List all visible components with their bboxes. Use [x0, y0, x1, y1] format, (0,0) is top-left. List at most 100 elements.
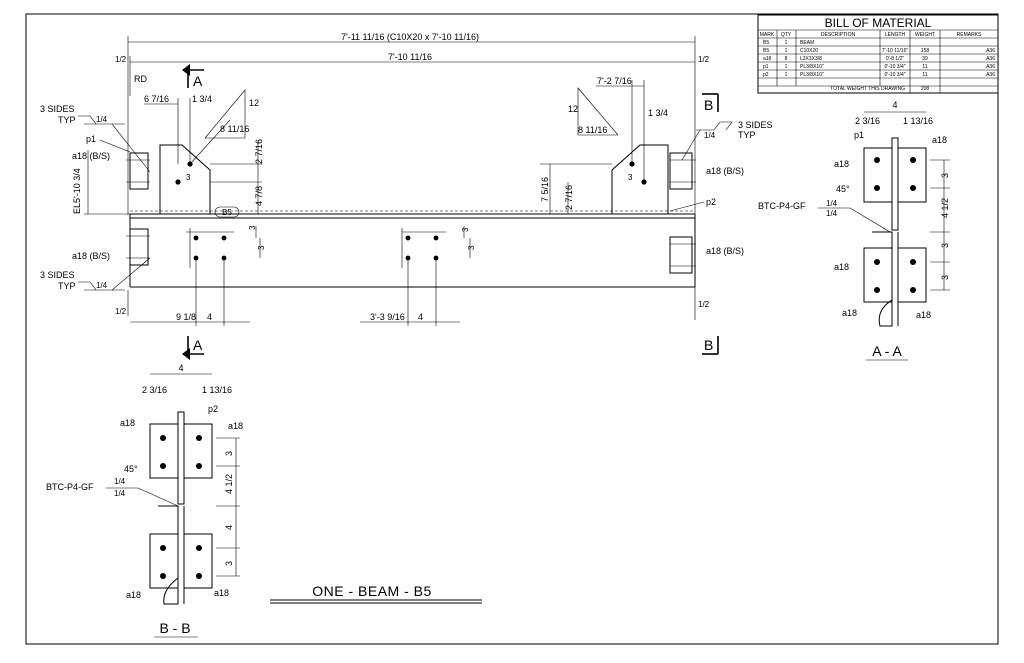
bom-row-weight: 11	[922, 64, 927, 70]
section-cut-b-top: B	[704, 97, 713, 113]
beam-length-dimension: 7'-10 11/16	[388, 52, 432, 62]
dim-3-upper-mid: 3	[461, 227, 470, 232]
bom-row-desc: C10X20	[800, 48, 818, 54]
beam-mark-tag: B5	[222, 208, 232, 217]
bom-row-qty: 1	[785, 48, 788, 54]
weld-note-typ: TYP	[738, 130, 756, 140]
aa-label-a18: a18	[916, 310, 931, 320]
angle-label-bs: a18 (B/S)	[72, 251, 110, 261]
aa-dim-2-3-16: 2 3/16	[855, 116, 880, 126]
bom-row-weight: 39	[922, 56, 928, 62]
angle-label-bs: a18 (B/S)	[706, 246, 744, 256]
bom-row-qty: 1	[785, 72, 788, 78]
half-dim-tr: 1/2	[698, 55, 710, 64]
weld-size: 1/4	[96, 115, 108, 124]
bb-label-a18: a18	[126, 590, 141, 600]
bom-row-length: 0'-10 3/4"	[884, 64, 905, 70]
bom-row-weight: 158	[921, 48, 930, 54]
weld-note-typ: TYP	[58, 281, 76, 291]
bb-label-p2: p2	[208, 404, 218, 414]
bill-of-material: BILL OF MATERIAL MARK QTY DESCRIPTION LE…	[757, 14, 999, 94]
bb-weld-quarter: 1/4	[114, 489, 126, 498]
section-a-a: 4 2 3/16 1 13/16 3 4 1/2 3 3 p1 a18 a18 …	[758, 100, 950, 361]
bom-row-length: 7'-10 11/16"	[882, 48, 908, 54]
bolt-gauge-mid: 3	[467, 245, 476, 250]
bb-label-a18: a18	[228, 421, 243, 431]
angle-label-bs: a18 (B/S)	[72, 151, 110, 161]
beam-elevation: 7'-11 11/16 (C10X20 x 7'-10 11/16) 7'-10…	[40, 32, 773, 360]
section-a-a-title: A - A	[872, 343, 902, 359]
bom-header-mark: MARK	[760, 32, 775, 38]
bb-dim-2-3-16: 2 3/16	[142, 385, 167, 395]
bom-row-remarks: A36	[986, 56, 995, 62]
bb-dim-4: 4	[178, 363, 183, 373]
bb-dim-4: 4	[224, 525, 234, 530]
aa-deg-45: 45°	[836, 184, 850, 194]
bolt-gauge-left: 3	[257, 245, 266, 250]
bb-dim-4-1-2: 4 1/2	[224, 474, 234, 494]
aa-dim-1-13-16: 1 13/16	[903, 116, 933, 126]
dim-4-left: 4	[207, 312, 212, 322]
bb-weld-quarter: 1/4	[114, 477, 126, 486]
bom-row-qty: 1	[785, 40, 788, 46]
bom-row-mark: a18	[763, 56, 772, 62]
dim-9-1-8: 9 1/8	[176, 312, 196, 322]
aa-dim-3: 3	[940, 275, 950, 280]
bom-row-remarks: A36	[986, 72, 995, 78]
bom-header-length: LENGTH	[885, 32, 906, 38]
section-b-b: 4 2 3/16 1 13/16 3 4 1/2 4 3 p2 a18 a18 …	[46, 363, 243, 638]
elevation-label: EL5'-10 3/4	[72, 168, 82, 214]
bom-total-value: 208	[921, 86, 930, 92]
bom-row-length: 0'-10 3/4"	[884, 72, 905, 78]
aa-weld-quarter: 1/4	[826, 209, 838, 218]
bom-header-qty: QTY	[781, 32, 792, 38]
bom-row-desc: BEAM	[800, 40, 814, 46]
dim-1-3-4-left: 1 3/4	[192, 94, 212, 104]
dim-2-7-16-left: 2 7/16	[254, 139, 264, 164]
half-dim-bl: 1/2	[115, 307, 127, 316]
drawing-title: ONE - BEAM - B5	[312, 583, 432, 599]
bom-row-weight: 11	[922, 72, 927, 78]
plate-label-p2: p2	[706, 197, 716, 207]
weld-note-3-sides: 3 SIDES	[40, 270, 75, 280]
half-dim-tl: 1/2	[115, 55, 127, 64]
aa-label-p1: p1	[854, 130, 864, 140]
dim-3-upper: 3	[248, 225, 257, 230]
section-cut-a-bottom: A	[193, 337, 203, 353]
bom-row-remarks: A36	[986, 64, 995, 70]
plate-label-p1: p1	[86, 134, 96, 144]
dim-1-3-4-right: 1 3/4	[648, 108, 668, 118]
aa-label-a18: a18	[834, 159, 849, 169]
bom-header-weight: WEIGHT	[915, 32, 935, 38]
dim-4-mid: 4	[418, 312, 423, 322]
bb-btc-note: BTC-P4-GF	[46, 482, 94, 492]
bom-row-desc: PL3/8X10"	[800, 64, 824, 70]
aa-label-a18: a18	[842, 308, 857, 318]
dim-8-11-16-right: 8 11/16	[578, 125, 607, 135]
section-cut-a-top: A	[193, 73, 203, 89]
overall-dimension: 7'-11 11/16 (C10X20 x 7'-10 11/16)	[341, 32, 479, 42]
rd-label: RD	[134, 74, 147, 84]
aa-dim-3: 3	[940, 243, 950, 248]
dim-6-7-16: 6 7/16	[144, 94, 169, 104]
dim-3-3-9-16: 3'-3 9/16	[370, 312, 405, 322]
section-b-b-title: B - B	[159, 620, 190, 636]
section-cut-b-bottom: B	[704, 337, 713, 353]
bb-dim-3: 3	[224, 561, 234, 566]
bom-title: BILL OF MATERIAL	[825, 16, 932, 30]
weld-size: 1/4	[96, 281, 108, 290]
aa-dim-4-1-2: 4 1/2	[940, 198, 950, 218]
bb-dim-3: 3	[224, 451, 234, 456]
slope-3-left: 3	[186, 173, 191, 182]
bom-row-desc: L3X3X3/8	[800, 56, 822, 62]
aa-btc-note: BTC-P4-GF	[758, 201, 806, 211]
slope-12-right: 12	[568, 104, 578, 114]
slope-3-right: 3	[628, 173, 633, 182]
aa-dim-4: 4	[892, 100, 897, 110]
dim-7-5-16: 7 5/16	[540, 177, 550, 202]
bom-row-mark: p2	[763, 72, 769, 78]
dim-2-7-16-right: 2 7/16	[564, 185, 574, 210]
weld-note-typ: TYP	[58, 115, 76, 125]
bb-deg-45: 45°	[124, 464, 138, 474]
